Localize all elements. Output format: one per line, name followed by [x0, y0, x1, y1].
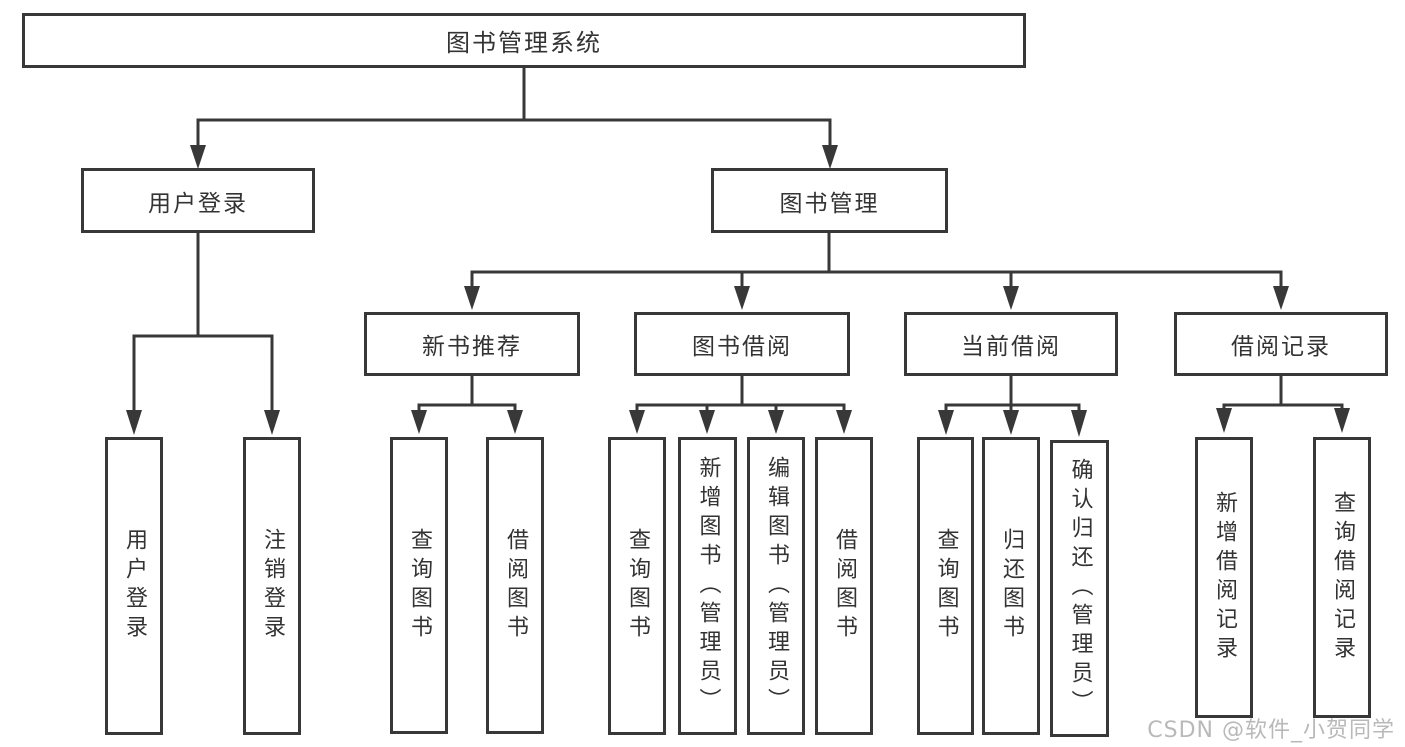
connector-book-management-children [464, 233, 1289, 310]
connector-user-login-children [126, 233, 280, 435]
connector-current-borrow-children [938, 376, 1087, 437]
node-root: 图书管理系统 [22, 13, 1026, 68]
leaf-br-add-record: 新增借阅记录 [1195, 437, 1253, 718]
connector-root-to-level1 [190, 68, 838, 169]
node-borrow-records-label: 借阅记录 [1231, 334, 1331, 360]
leaf-bb-add-books-admin: 新增图书（管理员） [678, 437, 737, 735]
leaf-nb-borrow-books: 借阅图书 [486, 437, 544, 734]
node-new-book-recommend: 新书推荐 [364, 312, 580, 376]
leaf-logout: 注销登录 [243, 437, 301, 735]
connector-new-book-children [411, 376, 523, 434]
leaf-bb-query-books-label: 查询图书 [625, 528, 650, 644]
leaf-bb-query-books: 查询图书 [608, 437, 666, 735]
csdn-watermark: CSDN @软件_小贺同学 [1147, 718, 1395, 743]
leaf-cb-return-books: 归还图书 [982, 437, 1040, 735]
leaf-cb-query-books: 查询图书 [917, 437, 974, 735]
leaf-bb-borrow-books-label: 借阅图书 [832, 528, 857, 644]
leaf-user-login-label: 用户登录 [122, 528, 147, 644]
leaf-nb-query-books-label: 查询图书 [407, 527, 432, 644]
connector-book-borrow-children [629, 376, 852, 434]
node-root-label: 图书管理系统 [446, 29, 602, 57]
leaf-br-query-record-label: 查询借阅记录 [1330, 490, 1355, 665]
node-new-book-recommend-label: 新书推荐 [422, 334, 522, 360]
leaf-cb-query-books-label: 查询图书 [933, 528, 959, 644]
node-book-borrow-label: 图书借阅 [692, 334, 792, 360]
node-current-borrow: 当前借阅 [904, 312, 1118, 376]
node-user-login-label: 用户登录 [148, 190, 248, 217]
node-book-borrow: 图书借阅 [634, 312, 850, 376]
leaf-logout-label: 注销登录 [260, 528, 285, 644]
node-borrow-records: 借阅记录 [1174, 312, 1388, 376]
leaf-bb-edit-books-admin: 编辑图书（管理员） [747, 437, 805, 735]
leaf-br-add-record-label: 新增借阅记录 [1212, 490, 1237, 665]
leaf-user-login: 用户登录 [105, 437, 163, 735]
node-book-management-label: 图书管理 [779, 190, 880, 217]
node-book-management: 图书管理 [711, 168, 948, 233]
leaf-nb-query-books: 查询图书 [390, 437, 448, 734]
leaf-bb-add-books-admin-label: 新增图书（管理员） [695, 455, 721, 717]
leaf-bb-borrow-books: 借阅图书 [815, 437, 873, 735]
leaf-br-query-record: 查询借阅记录 [1313, 437, 1371, 718]
leaf-nb-borrow-books-label: 借阅图书 [503, 527, 528, 644]
leaf-cb-return-books-label: 归还图书 [999, 528, 1024, 644]
leaf-cb-confirm-return-admin-label: 确认归还（管理员） [1067, 458, 1093, 719]
leaf-cb-confirm-return-admin: 确认归还（管理员） [1050, 440, 1109, 737]
node-current-borrow-label: 当前借阅 [961, 334, 1061, 360]
leaf-bb-edit-books-admin-label: 编辑图书（管理员） [764, 455, 789, 717]
node-user-login: 用户登录 [81, 168, 315, 233]
connector-borrow-records-children [1216, 376, 1350, 433]
